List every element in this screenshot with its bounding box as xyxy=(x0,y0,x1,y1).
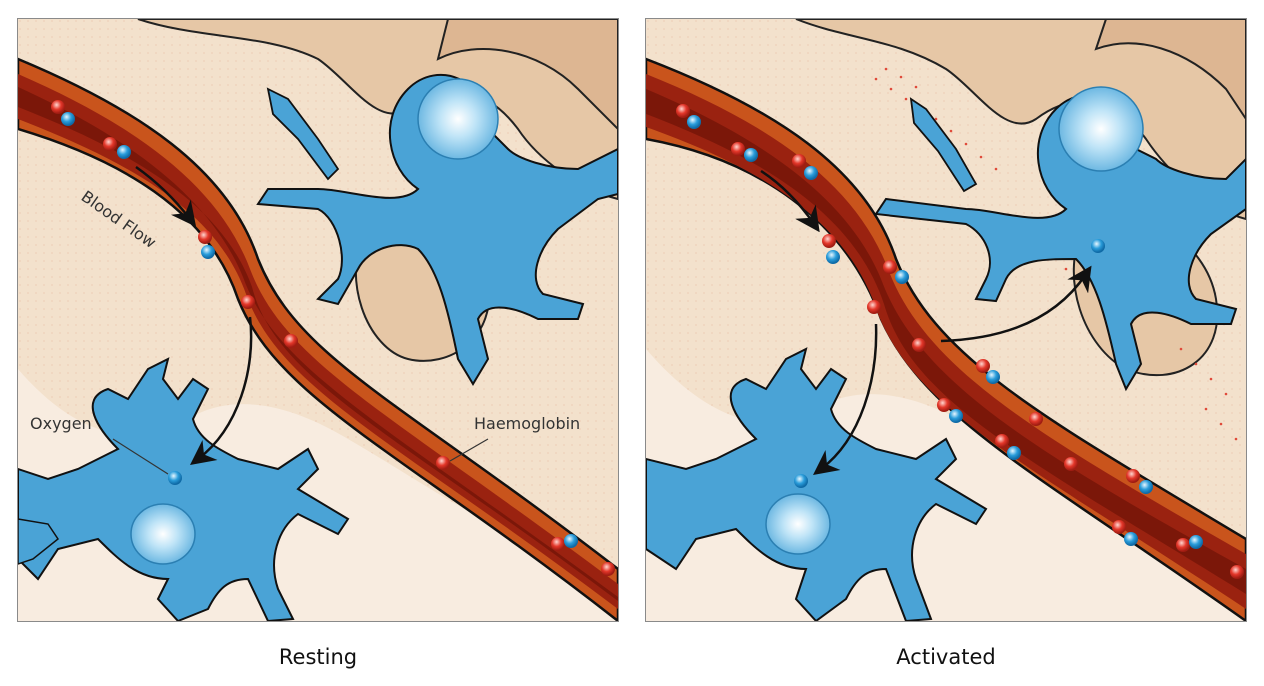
resting-diagram: Blood Flow Oxygen Haemoglobin xyxy=(18,19,618,621)
activated-diagram xyxy=(646,19,1246,621)
haemoglobin-icon xyxy=(551,537,565,551)
oxygen-icon xyxy=(986,370,1000,384)
haemoglobin-icon xyxy=(792,154,806,168)
blood-flow-arrow-icon xyxy=(135,165,197,227)
cell-body xyxy=(436,19,618,131)
haemoglobin-group xyxy=(51,100,615,576)
haemoglobin-icon xyxy=(995,434,1009,448)
haemoglobin-icon xyxy=(976,359,990,373)
neuron-icon xyxy=(256,73,618,386)
oxygen-icon xyxy=(1124,532,1138,546)
haemoglobin-icon xyxy=(937,398,951,412)
oxygen-pointer-line xyxy=(112,438,169,475)
haemoglobin-icon xyxy=(241,295,255,309)
haemoglobin-icon xyxy=(51,100,65,114)
haemoglobin-icon xyxy=(912,338,926,352)
oxygen-release-arrow-icon xyxy=(813,323,878,476)
haemoglobin-icon xyxy=(1064,457,1078,471)
haemoglobin-pointer-line xyxy=(449,438,489,462)
cell-body xyxy=(1094,19,1246,121)
haemoglobin-icon xyxy=(731,142,745,156)
oxygen-release-arrow-icon xyxy=(190,316,253,466)
neuron-icon xyxy=(18,357,350,621)
caption-resting: Resting xyxy=(278,645,358,669)
neuron-icon xyxy=(646,347,988,621)
oxygen-icon xyxy=(895,270,909,284)
haemoglobin-group xyxy=(676,104,1244,579)
haemoglobin-icon xyxy=(103,137,117,151)
oxygen-icon xyxy=(744,148,758,162)
haemoglobin-icon xyxy=(284,334,298,348)
haemoglobin-icon xyxy=(1126,469,1140,483)
haemoglobin-icon xyxy=(1112,520,1126,534)
haemoglobin-icon xyxy=(1176,538,1190,552)
neuron-icon xyxy=(874,86,1246,392)
panel-activated xyxy=(645,18,1247,622)
oxygen-label: Oxygen xyxy=(30,414,92,433)
oxygen-icon xyxy=(804,166,818,180)
oxygen-icon xyxy=(1189,535,1203,549)
oxygen-icon xyxy=(61,112,75,126)
haemoglobin-icon xyxy=(822,234,836,248)
oxygen-icon xyxy=(168,471,182,485)
haemoglobin-icon xyxy=(676,104,690,118)
haemoglobin-icon xyxy=(1230,565,1244,579)
oxygen-icon xyxy=(201,245,215,259)
haemoglobin-icon xyxy=(436,456,450,470)
haemoglobin-icon xyxy=(1029,412,1043,426)
oxygen-icon xyxy=(564,534,578,548)
oxygen-icon xyxy=(117,145,131,159)
oxygen-icon xyxy=(794,474,808,488)
oxygen-icon xyxy=(826,250,840,264)
oxygen-icon xyxy=(1139,480,1153,494)
oxygen-icon xyxy=(1091,239,1105,253)
haemoglobin-icon xyxy=(198,230,212,244)
oxygen-icon xyxy=(1007,446,1021,460)
panel-resting: Blood Flow Oxygen Haemoglobin xyxy=(17,18,619,622)
oxygen-icon xyxy=(687,115,701,129)
haemoglobin-icon xyxy=(883,260,897,274)
oxygen-icon xyxy=(949,409,963,423)
blood-flow-arrow-icon xyxy=(760,169,820,233)
haemoglobin-label: Haemoglobin xyxy=(474,414,580,433)
haemoglobin-icon xyxy=(867,300,881,314)
caption-activated: Activated xyxy=(896,645,996,669)
haemoglobin-icon xyxy=(601,562,615,576)
oxygen-release-arrow-icon xyxy=(940,265,1092,343)
